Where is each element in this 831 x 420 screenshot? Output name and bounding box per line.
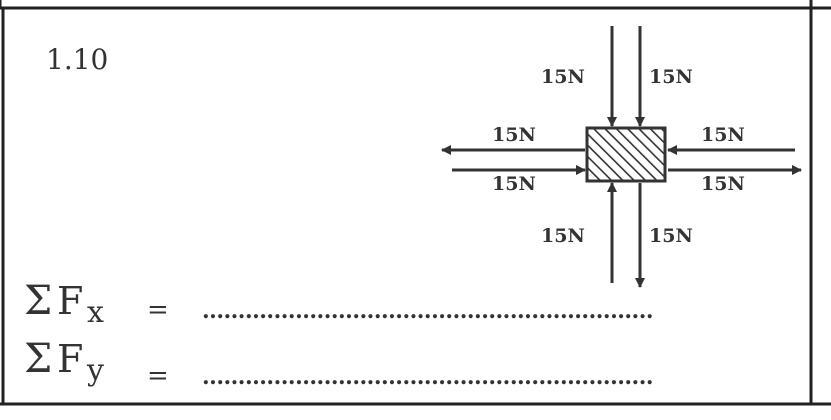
equation-sum-fy: Σ F y = ................................… [24, 336, 654, 391]
hatched-block [585, 126, 667, 183]
force-symbol: F [57, 337, 83, 381]
problem-number: 1.10 [46, 43, 108, 76]
subscript-x: x [87, 295, 104, 330]
sigma-symbol: Σ [24, 336, 52, 382]
force-label-left-lower: 15N [492, 173, 536, 195]
force-symbol: F [57, 279, 83, 323]
equation-sum-fx: Σ F x = ................................… [24, 278, 654, 330]
force-label-top-left: 15N [541, 66, 585, 88]
force-label-bottom-right: 15N [649, 225, 693, 247]
force-label-right-lower: 15N [701, 173, 745, 195]
sigma-symbol: Σ [24, 278, 52, 324]
force-label-left-upper: 15N [492, 124, 536, 146]
subscript-y: y [86, 353, 104, 388]
answer-blank[interactable]: ........................................… [202, 364, 654, 390]
equals-sign: = [147, 361, 169, 391]
force-label-top-right: 15N [649, 66, 693, 88]
force-label-bottom-left: 15N [541, 225, 585, 247]
equals-sign: = [147, 295, 169, 325]
force-arrows [441, 26, 802, 288]
force-label-right-upper: 15N [701, 124, 745, 146]
answer-blank[interactable]: ........................................… [202, 298, 654, 324]
